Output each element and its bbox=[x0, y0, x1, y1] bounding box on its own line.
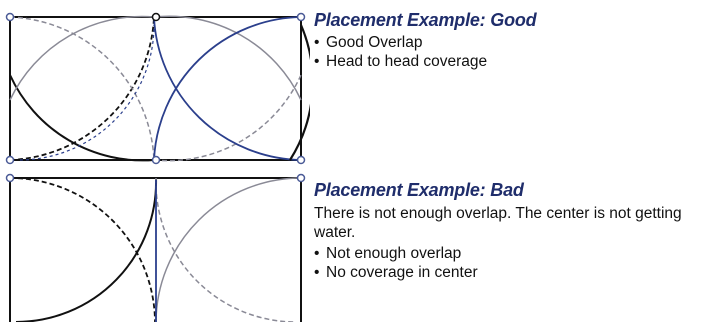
bad-arc-top-right bbox=[155, 177, 302, 322]
bad-arc-top-center-left bbox=[15, 177, 158, 322]
good-placement-text: Placement Example: Good Good Overlap Hea… bbox=[314, 10, 714, 71]
good-placement-heading: Placement Example: Good bbox=[314, 10, 537, 30]
bad-bullet-item: No coverage in center bbox=[314, 263, 714, 282]
good-arc-bottom-center-right bbox=[153, 15, 302, 101]
good-arc-bottom-left bbox=[9, 16, 155, 161]
good-head-top-left bbox=[5, 12, 15, 22]
good-head-bottom-center bbox=[151, 155, 161, 165]
good-head-top-center bbox=[151, 12, 161, 22]
bad-placement-bullets: Not enough overlap No coverage in center bbox=[314, 244, 714, 282]
good-arc-right-edge bbox=[289, 24, 310, 161]
sprinkler-placement-diagram bbox=[5, 12, 310, 322]
good-placement-bullets: Good Overlap Head to head coverage bbox=[314, 33, 714, 71]
good-bullet-item: Head to head coverage bbox=[314, 52, 714, 71]
good-placement-diagram bbox=[5, 12, 310, 165]
good-bullet-item: Good Overlap bbox=[314, 33, 714, 52]
good-arc-bottom-right bbox=[153, 16, 302, 161]
bad-arc-top-center-right bbox=[155, 177, 297, 322]
good-arc-bottom-center-left bbox=[9, 15, 155, 101]
good-arc-top-left bbox=[9, 16, 155, 161]
good-arc-top-right bbox=[153, 16, 302, 161]
bad-arc-top-left bbox=[9, 177, 156, 322]
good-zone-rectangle bbox=[9, 16, 302, 161]
bad-head-top-left bbox=[5, 173, 15, 183]
good-arc-top-center-right bbox=[153, 74, 302, 162]
bad-placement-description: There is not enough overlap. The center … bbox=[314, 205, 682, 241]
bad-placement-heading: Placement Example: Bad bbox=[314, 180, 524, 200]
good-arc-top-center-left bbox=[9, 74, 155, 162]
good-head-top-right bbox=[296, 12, 306, 22]
bad-placement-diagram bbox=[5, 173, 306, 322]
good-head-bottom-left bbox=[5, 155, 15, 165]
good-head-bottom-right bbox=[296, 155, 306, 165]
bad-head-top-right bbox=[296, 173, 306, 183]
bad-placement-text: Placement Example: Bad There is not enou… bbox=[314, 180, 714, 282]
good-arc-center-left-quarter bbox=[19, 24, 155, 161]
bad-bullet-item: Not enough overlap bbox=[314, 244, 714, 263]
